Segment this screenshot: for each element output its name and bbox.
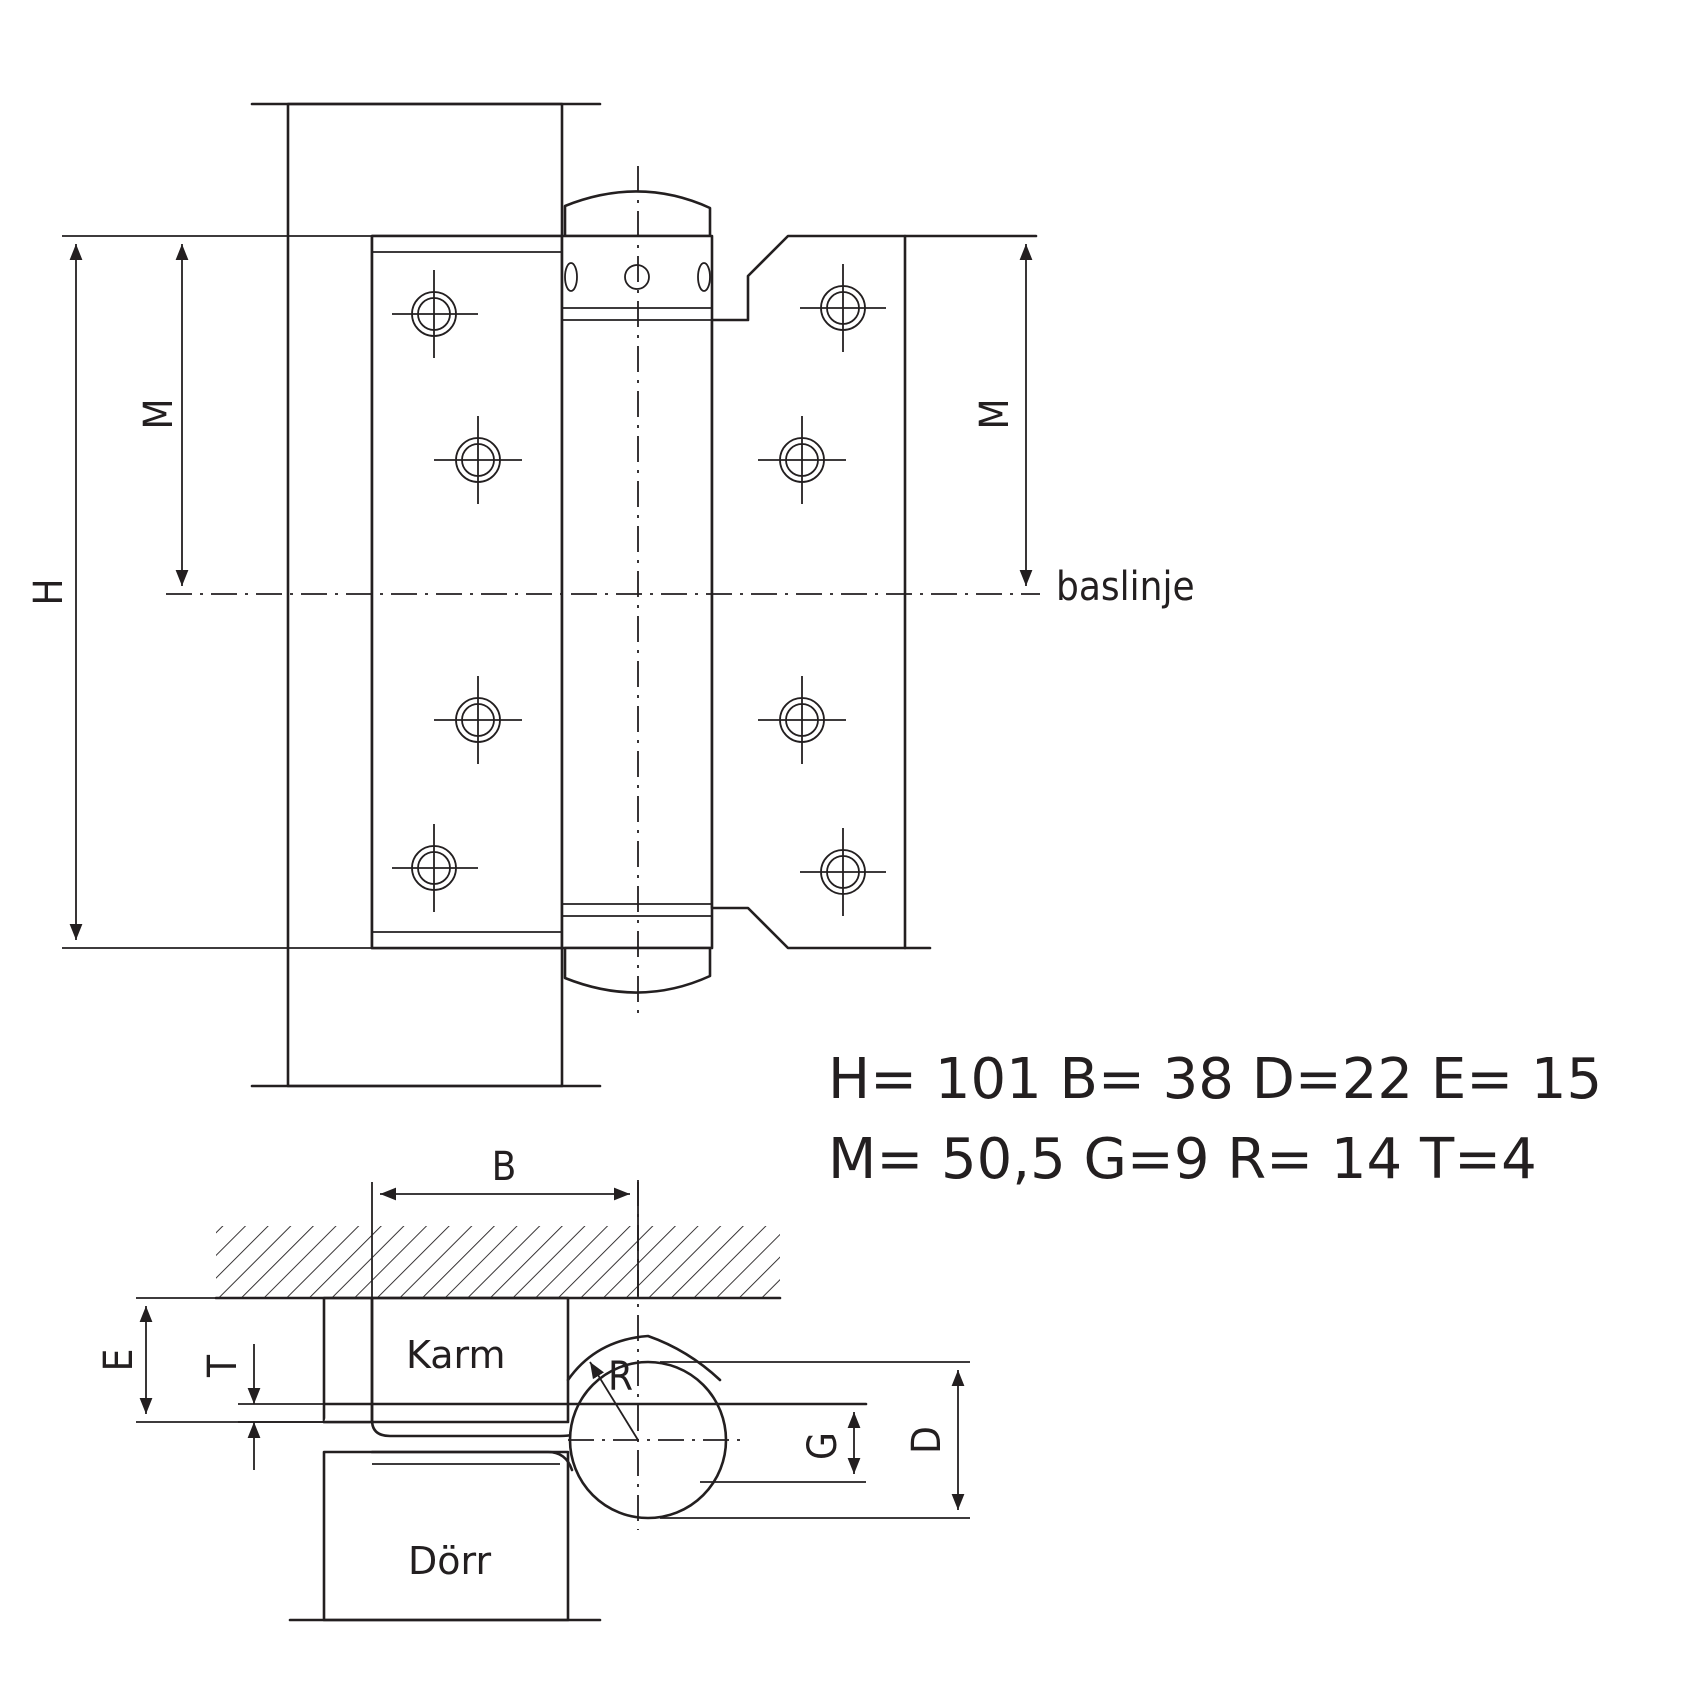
svg-text:E: E xyxy=(96,1349,142,1372)
dimension-h: H xyxy=(26,235,372,949)
dimension-t: T xyxy=(200,1344,324,1470)
wall-hatch xyxy=(214,1226,782,1300)
frame-karm: Karm xyxy=(322,1296,570,1424)
hinge-barrel xyxy=(560,190,714,994)
screw-hole-icon xyxy=(392,824,478,912)
baseline-label: baslinje xyxy=(1056,564,1195,610)
barrel-slot-icon xyxy=(697,262,711,292)
svg-text:M: M xyxy=(972,398,1018,429)
dimension-g: G xyxy=(700,1412,866,1483)
section-leaf-door xyxy=(370,1450,574,1472)
svg-text:B: B xyxy=(492,1144,517,1190)
specs-line-2: M= 50,5 G=9 R= 14 T=4 xyxy=(828,1127,1537,1192)
dimension-m-left: M xyxy=(136,244,189,586)
screw-hole-icon xyxy=(434,676,522,764)
left-hinge-leaf xyxy=(370,234,564,950)
door-label: Dörr xyxy=(408,1539,491,1583)
dimension-b: B xyxy=(371,1144,639,1298)
door-dorr: Dörr xyxy=(288,1450,602,1622)
dimension-r: R xyxy=(589,1354,639,1441)
screw-hole-icon xyxy=(758,416,846,504)
section-view: Karm Dörr R B xyxy=(96,1144,970,1622)
svg-text:G: G xyxy=(800,1432,846,1460)
frame-label: Karm xyxy=(406,1333,506,1377)
barrel-slot-icon xyxy=(564,262,578,292)
screw-hole-icon xyxy=(434,416,522,504)
screw-holes xyxy=(392,264,886,916)
screw-hole-icon xyxy=(758,676,846,764)
front-view: baslinje H M M xyxy=(26,102,1195,1088)
specifications: H= 101 B= 38 D=22 E= 15 M= 50,5 G=9 R= 1… xyxy=(828,1040,1602,1200)
svg-text:M: M xyxy=(136,398,182,429)
svg-text:D: D xyxy=(904,1426,950,1454)
barrel-hole-icon xyxy=(624,264,650,290)
screw-hole-icon xyxy=(800,828,886,916)
dimension-d: D xyxy=(660,1361,970,1519)
specs-line-1: H= 101 B= 38 D=22 E= 15 xyxy=(828,1047,1603,1112)
screw-hole-icon xyxy=(800,264,886,352)
svg-text:T: T xyxy=(200,1354,246,1378)
screw-hole-icon xyxy=(392,270,478,358)
dimension-m-right: M xyxy=(972,244,1033,586)
svg-text:H: H xyxy=(26,578,72,605)
right-hinge-leaf xyxy=(710,234,907,950)
svg-text:R: R xyxy=(608,1354,633,1400)
